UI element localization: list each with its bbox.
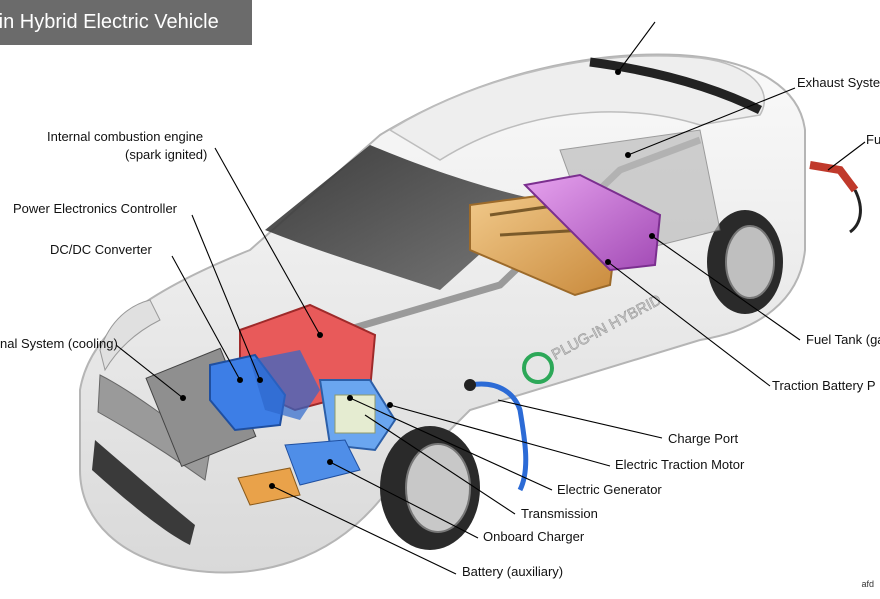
drivetrain-components <box>145 129 862 506</box>
label-auxiliary-battery: Battery (auxiliary) <box>462 564 564 579</box>
leader-dots <box>180 69 655 489</box>
diagram-title: -in Hybrid Electric Vehicle <box>0 11 219 33</box>
label-internal-combustion-engine: Internal combustion engine <box>47 129 204 144</box>
label-power-electronics-controller: Power Electronics Controller <box>13 201 178 216</box>
label-electric-generator: Electric Generator <box>557 482 662 497</box>
label-onboard-charger: Onboard Charger <box>483 529 585 544</box>
leader-lines <box>115 21 866 575</box>
label-charge-port: Charge Port <box>668 431 739 446</box>
label-electric-traction-motor: Electric Traction Motor <box>615 457 745 472</box>
label-dcdc-converter: DC/DC Converter <box>50 242 152 257</box>
label-traction-battery: Traction Battery P <box>772 378 876 393</box>
label-internal-combustion-engine-sub: (spark ignited) <box>125 147 208 162</box>
title-banner: -in Hybrid Electric Vehicle <box>0 0 252 45</box>
label-fuel-tank: Fuel Tank (ga <box>806 332 880 347</box>
image-credit: afd <box>861 579 874 589</box>
label-transmission: Transmission <box>521 506 598 521</box>
label-exhaust-system: Exhaust Syste <box>797 75 880 90</box>
label-thermal-system: nal System (cooling) <box>0 336 118 351</box>
label-fuel-port: Fu <box>866 132 880 147</box>
